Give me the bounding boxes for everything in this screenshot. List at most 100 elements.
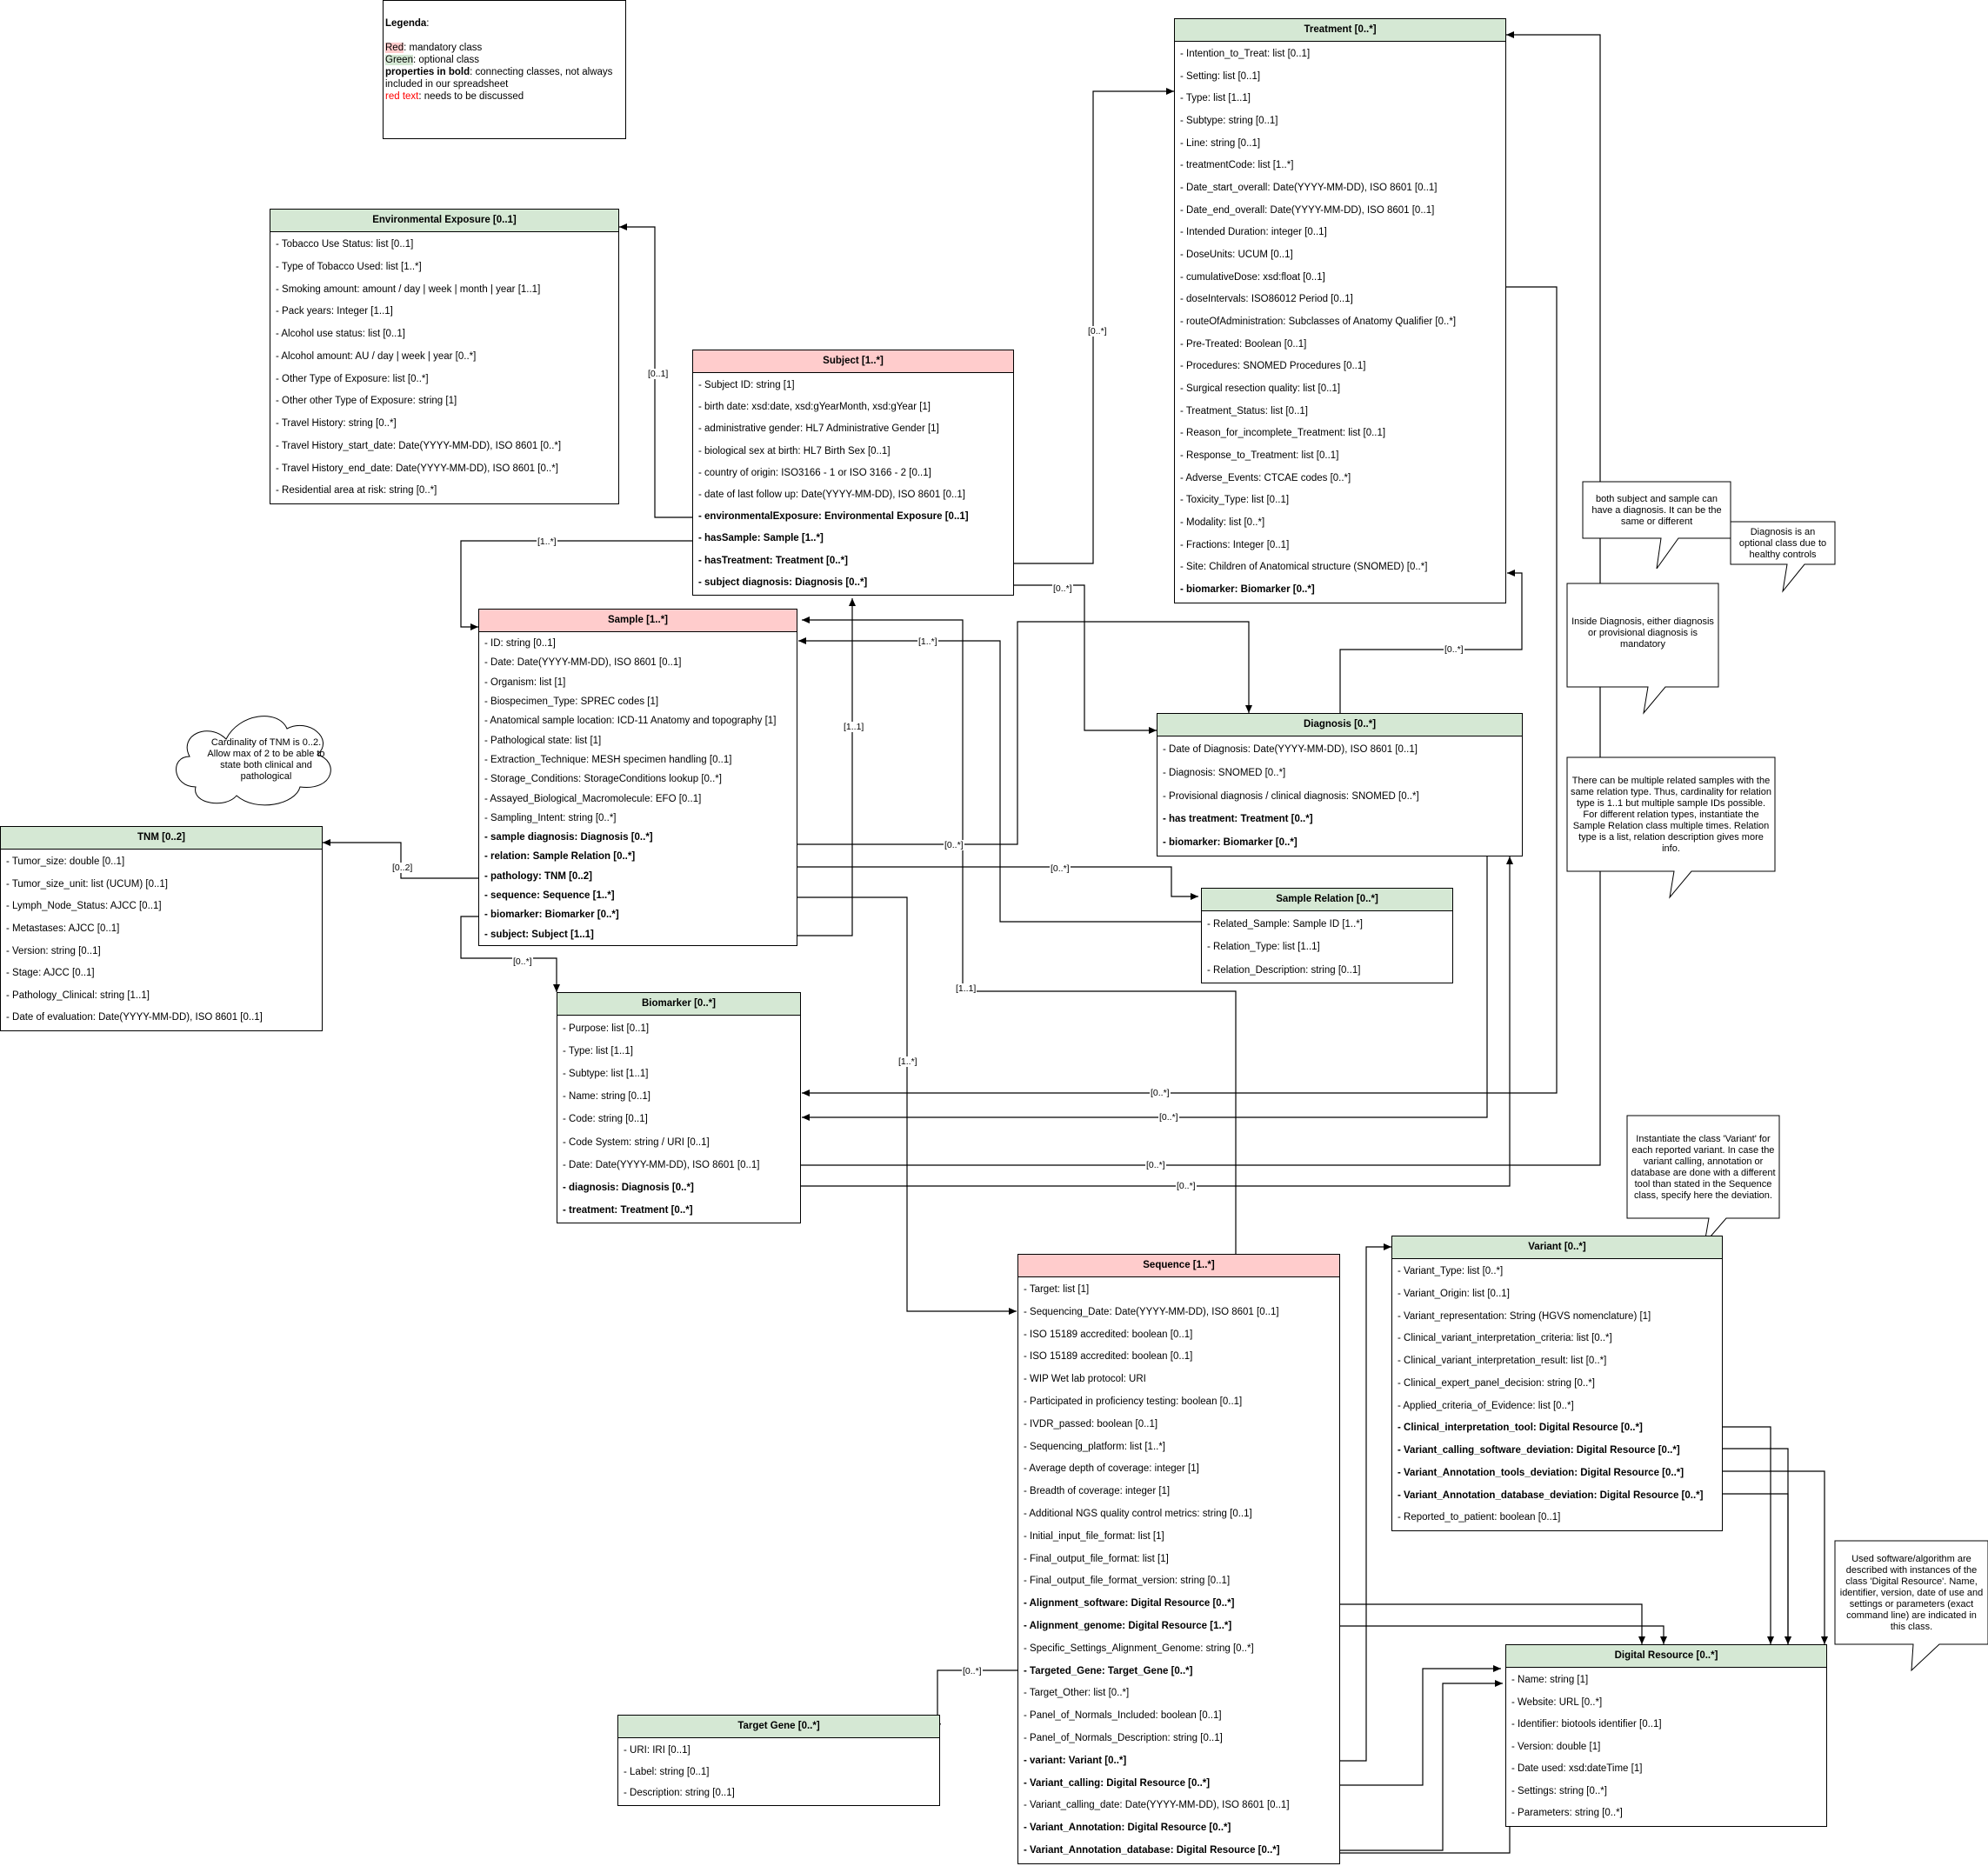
property-row: - Description: string [0..1] xyxy=(624,1788,735,1799)
edge-label-bio-diag: [0..*] xyxy=(1176,1181,1197,1191)
property-row: - Lymph_Node_Status: AJCC [0..1] xyxy=(6,901,162,912)
property-row: - Date of evaluation: Date(YYYY-MM-DD), … xyxy=(6,1012,263,1023)
property-row: - biomarker: Biomarker [0..*] xyxy=(1180,584,1315,596)
property-row: - Metastases: AJCC [0..1] xyxy=(6,923,120,934)
property-row: - Settings: string [0..*] xyxy=(1511,1785,1607,1796)
property-row: - Additional NGS quality control metrics… xyxy=(1024,1508,1252,1519)
edge-diagnosis-biomarker xyxy=(802,855,1488,1121)
property-row: - Fractions: Integer [0..1] xyxy=(1180,539,1290,550)
property-row: - Sequencing_platform: list [1..*] xyxy=(1024,1441,1165,1452)
property-row: - Response_to_Treatment: list [0..1] xyxy=(1180,450,1339,462)
property-list: - URI: IRI [0..1]- Label: string [0..1]-… xyxy=(618,1738,939,1804)
class-digital-resource[interactable]: Digital Resource [0..*]- Name: string [1… xyxy=(1505,1644,1827,1827)
class-treatment[interactable]: Treatment [0..*]- Intention_to_Treat: li… xyxy=(1174,18,1506,603)
class-title: Diagnosis [0..*] xyxy=(1157,714,1522,736)
edge-sample-tnm xyxy=(323,839,478,879)
class-sequence[interactable]: Sequence [1..*]- Target: list [1]- Seque… xyxy=(1017,1254,1340,1864)
legend-red-key: Red xyxy=(385,43,404,53)
note-diag-optional-shape xyxy=(1730,521,1836,593)
property-row: - Setting: list [0..1] xyxy=(1180,70,1261,82)
edge-sequence-targetgene xyxy=(934,1669,1017,1731)
property-row: - Organism: list [1] xyxy=(484,676,566,688)
property-row: - Date used: xsd:dateTime [1] xyxy=(1511,1763,1643,1775)
property-row: - Initial_input_file_format: list [1] xyxy=(1024,1530,1164,1542)
property-row: - Biospecimen_Type: SPREC codes [1] xyxy=(484,696,659,707)
edge-sequence-alignment-sw xyxy=(1340,1603,1645,1644)
class-title: Target Gene [0..*] xyxy=(618,1716,939,1738)
property-row: - Date: Date(YYYY-MM-DD), ISO 8601 [0..1… xyxy=(484,657,682,669)
property-row: - WIP Wet lab protocol: URI xyxy=(1024,1374,1146,1385)
edge-label-subj-diag: [0..*] xyxy=(1052,583,1073,594)
class-sample[interactable]: Sample [1..*]- ID: string [0..1]- Date: … xyxy=(478,609,797,946)
class-target-gene[interactable]: Target Gene [0..*]- URI: IRI [0..1]- Lab… xyxy=(617,1715,940,1806)
property-row: - Alignment_software: Digital Resource [… xyxy=(1024,1598,1235,1609)
class-title: Subject [1..*] xyxy=(693,350,1013,373)
property-row: - Tumor_size: double [0..1] xyxy=(6,856,125,867)
property-row: - sequence: Sequence [1..*] xyxy=(484,890,615,902)
property-row: - Website: URL [0..*] xyxy=(1511,1696,1603,1708)
property-row: - Name: string [0..1] xyxy=(563,1091,650,1103)
property-row: - Sampling_Intent: string [0..*] xyxy=(484,812,617,823)
class-diagnosis[interactable]: Diagnosis [0..*]- Date of Diagnosis: Dat… xyxy=(1157,713,1523,856)
class-sample-relation[interactable]: Sample Relation [0..*]- Related_Sample: … xyxy=(1201,888,1453,983)
edge-sequence-variant-annotation-db xyxy=(1340,1650,1513,1854)
note-digital-resource: Used software/algorithm are described wi… xyxy=(1839,1554,1984,1632)
property-row: - Code: string [0..1] xyxy=(563,1114,648,1125)
property-row: - Target: list [1] xyxy=(1024,1284,1090,1295)
property-row: - Reported_to_patient: boolean [0..1] xyxy=(1398,1512,1561,1523)
class-tnm[interactable]: TNM [0..2]- Tumor_size: double [0..1]- T… xyxy=(0,826,323,1031)
property-list: - Related_Sample: Sample ID [1..*]- Rela… xyxy=(1202,911,1452,982)
property-list: - Tumor_size: double [0..1] - Tumor_size_… xyxy=(1,850,322,1030)
property-row: - Modality: list [0..*] xyxy=(1180,517,1265,529)
edge-subject-diagnosis xyxy=(1014,584,1157,734)
class-environmental-exposure[interactable]: Environmental Exposure [0..1]- Tobacco U… xyxy=(270,209,619,504)
property-row: - Other Type of Exposure: list [0..*] xyxy=(276,373,429,384)
note-inside-diag-shape xyxy=(1566,583,1719,715)
legend-green-key: Green xyxy=(385,55,413,65)
property-list: - Name: string [1] - Website: URL [0..*] -… xyxy=(1506,1668,1826,1825)
edge-label-env: [0..1] xyxy=(647,369,670,379)
property-row: - Alcohol use status: list [0..1] xyxy=(276,329,405,339)
property-row: - Clinical_variant_interpretation_result… xyxy=(1398,1356,1607,1366)
property-row: - Procedures: SNOMED Procedures [0..1] xyxy=(1180,361,1366,372)
property-row: - environmentalExposure: Environmental E… xyxy=(698,511,969,523)
note-cloud-shape xyxy=(176,716,331,806)
edge-label-bio-back-diag: [0..*] xyxy=(1158,1112,1179,1123)
property-row: - Treatment_Status: list [0..1] xyxy=(1180,405,1309,417)
property-row: - Variant_Annotation_tools_deviation: Di… xyxy=(1398,1467,1684,1478)
property-row: - treatment: Treatment [0..*] xyxy=(563,1204,693,1216)
property-row: - Date: Date(YYYY-MM-DD), ISO 8601 [0..1… xyxy=(563,1159,760,1170)
property-row: - Tumor_size_unit: list (UCUM) [0..1] xyxy=(6,878,168,890)
note-variant: Instantiate the class 'Variant' for each… xyxy=(1631,1134,1776,1201)
property-row: - Name: string [1] xyxy=(1511,1675,1589,1685)
edge-label-sample-rel: [0..*] xyxy=(1050,863,1071,874)
property-row: - pathology: TNM [0..2] xyxy=(484,870,592,882)
property-row: - Date_start_overall: Date(YYYY-MM-DD), … xyxy=(1180,183,1438,194)
class-variant[interactable]: Variant [0..*]- Variant_Type: list [0..*… xyxy=(1391,1236,1723,1531)
property-row: - Travel History_end_date: Date(YYYY-MM-… xyxy=(276,463,558,474)
property-row: - Smoking amount: amount / day | week | … xyxy=(276,283,541,295)
property-row: - biomarker: Biomarker [0..*] xyxy=(484,910,619,921)
property-row: - Code System: string / URI [0..1] xyxy=(563,1136,710,1148)
property-list: - Variant_Type: list [0..*]- Variant_Ori… xyxy=(1392,1259,1722,1529)
property-row: - Line: string [0..1] xyxy=(1180,137,1261,149)
property-row: - administrative gender: HL7 Administrat… xyxy=(698,423,939,435)
property-row: - Pack years: Integer [1..1] xyxy=(276,306,393,317)
class-biomarker[interactable]: Biomarker [0..*]- Purpose: list [0..1]- … xyxy=(557,992,801,1223)
edge-label-bio: [0..*] xyxy=(512,956,533,967)
property-row: - has treatment: Treatment [0..*] xyxy=(1163,814,1313,825)
property-row: - Surgical resection quality: list [0..1… xyxy=(1180,383,1341,395)
class-title: TNM [0..2] xyxy=(1,827,322,850)
edge-label-sample-diag: [0..*] xyxy=(944,840,964,850)
property-row: - hasSample: Sample [1..*] xyxy=(698,533,824,544)
property-row: - Travel History: string [0..*] xyxy=(276,418,397,429)
property-row: - Sequencing_Date: Date(YYYY-MM-DD), ISO… xyxy=(1024,1306,1279,1317)
property-row: - Relation_Type: list [1..1] xyxy=(1207,942,1320,953)
property-row: - Pathology_Clinical: string [1..1] xyxy=(6,990,150,1001)
property-row: - date of last follow up: Date(YYYY-MM-D… xyxy=(698,489,966,500)
edge-variant-annotation-dev xyxy=(1723,1470,1828,1644)
property-row: - relation: Sample Relation [0..*] xyxy=(484,851,636,863)
property-row: - Toxicity_Type: list [0..1] xyxy=(1180,495,1290,506)
class-subject[interactable]: Subject [1..*]- Subject ID: string [1]- … xyxy=(692,350,1014,596)
edge-label-target-gene: [0..*] xyxy=(962,1666,983,1676)
